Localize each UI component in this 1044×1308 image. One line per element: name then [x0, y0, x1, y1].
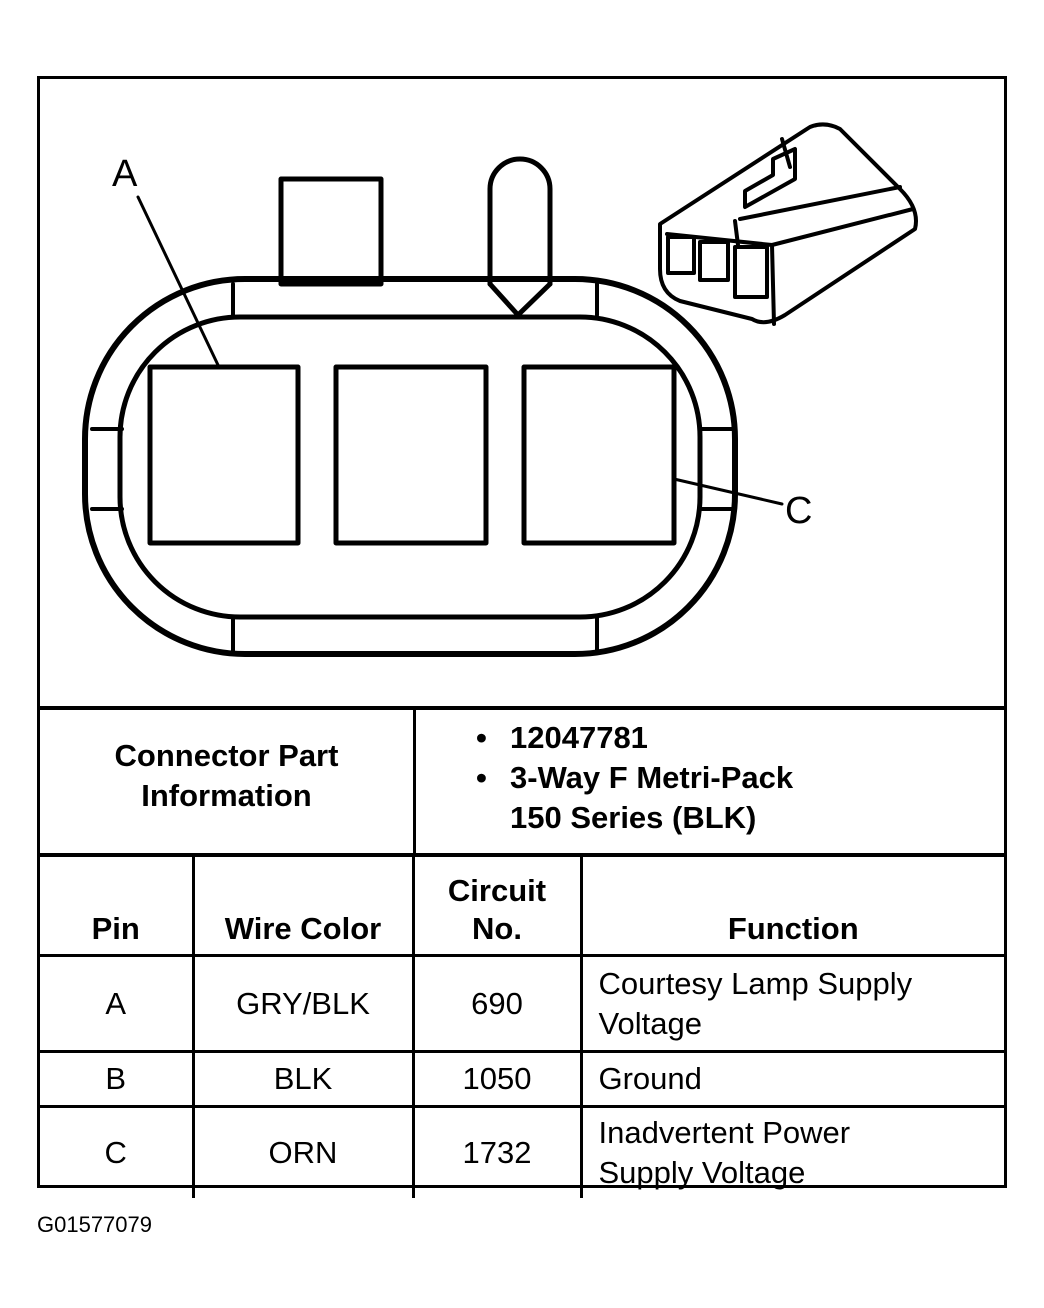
callout-a-label: A [112, 153, 138, 195]
cell-wire-color: GRY/BLK [191, 954, 415, 1053]
table-row: B BLK 1050 Ground [40, 1050, 1004, 1108]
terminal-cavity-c [521, 364, 677, 546]
connector-info-row: Connector Part Information 12047781 3-Wa… [40, 706, 1004, 853]
cell-function: Inadvertent Power Supply Voltage [579, 1105, 1004, 1198]
cell-function: Ground [579, 1050, 1004, 1108]
callout-a-leader [136, 195, 220, 367]
connector-inner-cavity [117, 314, 703, 620]
connector-outer-shell [82, 276, 738, 657]
terminal-cavity-b [333, 364, 489, 546]
cell-circuit: 1732 [411, 1105, 583, 1198]
cell-function: Courtesy Lamp Supply Voltage [579, 954, 1004, 1053]
cell-wire-color: ORN [191, 1105, 415, 1198]
connector-isometric-icon [658, 122, 918, 326]
connector-info-values: 12047781 3-Way F Metri-Pack 150 Series (… [416, 710, 1004, 853]
connector-tab [278, 176, 384, 287]
cell-pin: C [40, 1105, 195, 1198]
cell-pin: B [40, 1050, 195, 1108]
cell-circuit: 690 [411, 954, 583, 1053]
header-circuit: Circuit No. [411, 853, 583, 957]
connector-part-number: 12047781 [476, 718, 1004, 758]
callout-c-leader [672, 477, 784, 506]
pin-table: Pin Wire Color Circuit No. Function A GR… [40, 853, 1004, 1198]
header-wire-color: Wire Color [191, 853, 415, 957]
cell-pin: A [40, 954, 195, 1053]
table-row: A GRY/BLK 690 Courtesy Lamp Supply Volta… [40, 954, 1004, 1053]
table-header-row: Pin Wire Color Circuit No. Function [40, 853, 1004, 957]
connector-face-diagram: A C [82, 122, 918, 657]
header-function: Function [579, 853, 1004, 957]
connector-info-label: Connector Part Information [40, 710, 416, 853]
connector-figure: A C Connector Part Information 12047781 … [37, 76, 1007, 1198]
connector-type: 3-Way F Metri-Pack 150 Series (BLK) [476, 758, 850, 838]
header-pin: Pin [40, 853, 195, 957]
callout-c-label: C [785, 490, 812, 532]
figure-id: G01577079 [37, 1212, 152, 1237]
terminal-cavity-a [147, 364, 301, 546]
cell-wire-color: BLK [191, 1050, 415, 1108]
connector-lock-peg [487, 156, 553, 287]
table-row: C ORN 1732 Inadvertent Power Supply Volt… [40, 1105, 1004, 1198]
cell-circuit: 1050 [411, 1050, 583, 1108]
